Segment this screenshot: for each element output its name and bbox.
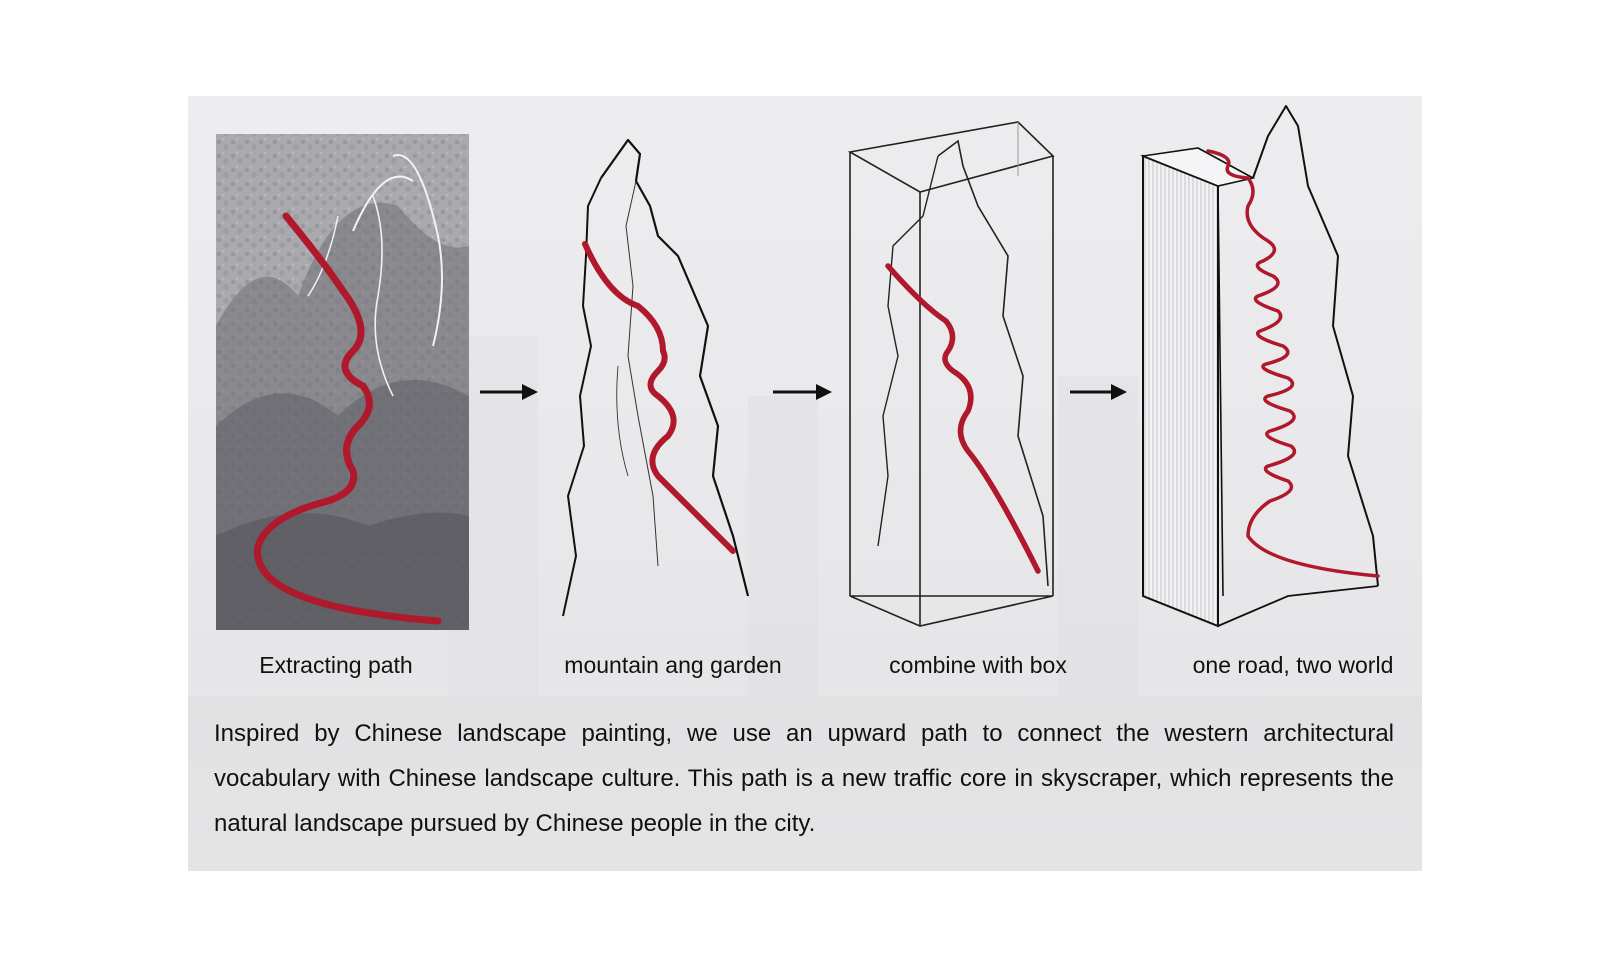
arrow-right-icon xyxy=(480,384,538,400)
arrow-right-icon xyxy=(1070,384,1127,400)
rock-in-box-icon xyxy=(847,121,1055,627)
tower-with-rock-icon xyxy=(1139,105,1380,628)
arrow-right-icon xyxy=(773,384,832,400)
step-caption-combine-box: combine with box xyxy=(889,652,1067,678)
step-caption-extracting-path: Extracting path xyxy=(259,652,413,678)
step-caption-mountain-garden: mountain ang garden xyxy=(564,652,782,678)
landscape-painting-icon xyxy=(216,134,469,630)
process-diagram xyxy=(216,105,1380,630)
background-city-silhouette xyxy=(188,696,1422,871)
step-caption-one-road: one road, two world xyxy=(1192,652,1394,678)
background-building xyxy=(1058,376,1138,696)
description-paragraph: Inspired by Chinese landscape painting, … xyxy=(214,720,1394,837)
mountain-rock-icon xyxy=(562,138,750,617)
background-building xyxy=(748,396,818,696)
diagram-panel: Extracting path mountain ang garden comb… xyxy=(188,96,1422,871)
